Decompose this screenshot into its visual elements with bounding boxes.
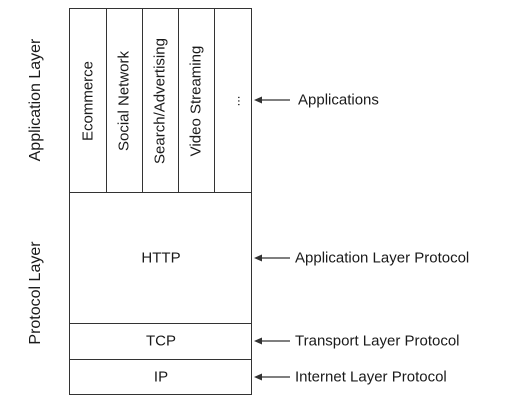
protocol-layer-label: Protocol Layer <box>27 241 44 345</box>
app-http-divider <box>70 192 251 193</box>
application-layer-protocol-annotation: Application Layer Protocol <box>295 249 470 267</box>
applications-arrow-icon <box>254 96 290 104</box>
ip-label: IP <box>153 368 169 386</box>
protocol-stack: Ecommerce Social Network Search/Advertis… <box>69 8 252 395</box>
application-protocol-arrow-icon <box>254 254 290 262</box>
app-more-ellipsis: ... <box>227 95 243 107</box>
app-social-network: Social Network <box>115 50 133 152</box>
app-video-streaming: Video Streaming <box>187 45 205 157</box>
app-divider-1 <box>106 9 107 192</box>
app-search-advertising: Search/Advertising <box>151 38 169 164</box>
app-ecommerce: Ecommerce <box>79 60 97 142</box>
app-divider-4 <box>214 9 215 192</box>
internet-protocol-arrow-icon <box>254 373 290 381</box>
app-divider-3 <box>178 9 179 192</box>
app-divider-2 <box>142 9 143 192</box>
transport-layer-protocol-annotation: Transport Layer Protocol <box>295 332 460 350</box>
http-label: HTTP <box>141 249 181 267</box>
tcp-ip-divider <box>70 359 251 360</box>
transport-protocol-arrow-icon <box>254 337 290 345</box>
application-layer-label: Application Layer <box>27 38 44 162</box>
tcp-label: TCP <box>146 332 176 350</box>
applications-annotation: Applications <box>298 91 379 109</box>
internet-layer-protocol-annotation: Internet Layer Protocol <box>295 368 447 386</box>
http-tcp-divider <box>70 323 251 324</box>
